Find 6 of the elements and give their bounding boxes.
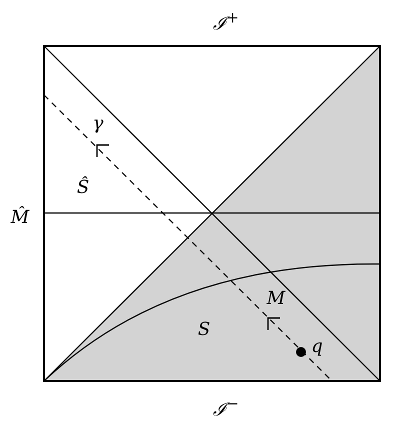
point-label: q xyxy=(311,338,323,356)
past-null-infinity-label: ℐ$^{−}$ xyxy=(213,396,239,420)
future-null-infinity-label: ℐ$^{+}$ xyxy=(213,10,239,34)
curve-label: γ xyxy=(92,115,104,133)
point-label: M xyxy=(266,290,286,308)
region-label: S xyxy=(198,321,210,339)
